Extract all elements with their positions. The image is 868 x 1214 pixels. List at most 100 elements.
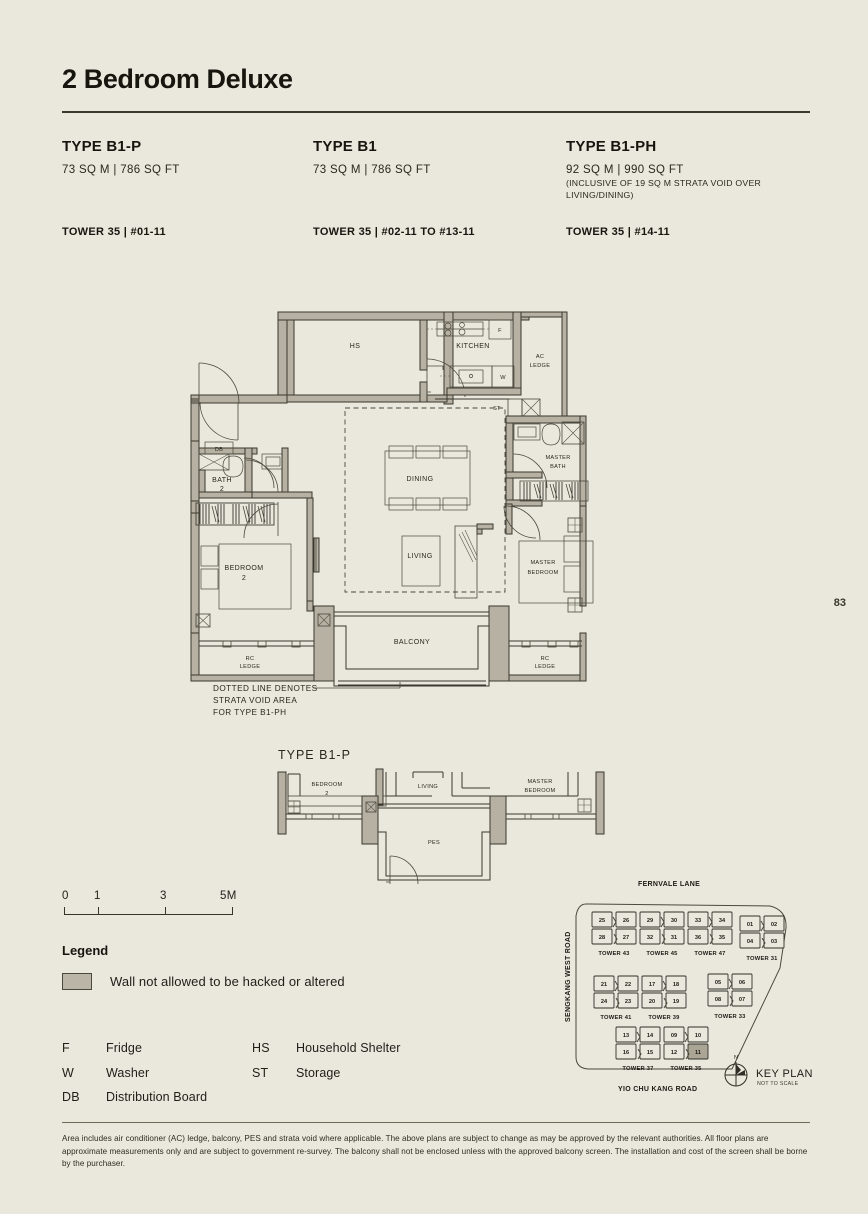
scale-bar: 0 1 3 5M xyxy=(62,890,262,916)
svg-text:35: 35 xyxy=(719,935,725,941)
key-plan-caption: KEY PLAN xyxy=(756,1068,813,1080)
svg-text:11: 11 xyxy=(695,1050,701,1056)
tower-label: TOWER 37 xyxy=(622,1066,653,1072)
svg-text:28: 28 xyxy=(599,935,605,941)
svg-text:22: 22 xyxy=(625,982,631,988)
svg-text:08: 08 xyxy=(715,997,721,1003)
svg-text:BEDROOM: BEDROOM xyxy=(225,565,264,572)
svg-text:21: 21 xyxy=(601,982,607,988)
svg-text:DB: DB xyxy=(215,447,223,453)
svg-text:19: 19 xyxy=(673,999,679,1005)
svg-text:BEDROOM: BEDROOM xyxy=(311,782,342,788)
svg-text:30: 30 xyxy=(671,918,677,924)
scale-tick-labels: 0 1 3 5M xyxy=(62,890,262,906)
type-column-b1p: TYPE B1-P 73 SQ M | 786 SQ FT TOWER 35 |… xyxy=(62,138,302,238)
svg-text:LIVING: LIVING xyxy=(407,553,432,560)
svg-text:ST: ST xyxy=(493,406,501,412)
tower-label: TOWER 39 xyxy=(648,1015,680,1021)
scale-tick-5m: 5M xyxy=(220,890,237,902)
type-area: 73 SQ M | 786 SQ FT xyxy=(62,164,180,176)
abbreviations-left: F Fridge W Washer DB Distribution Board xyxy=(62,1041,207,1115)
road-label-left: SENGKANG WEST ROAD xyxy=(565,931,572,1022)
floor-plan-drawing: .w { fill:#b6b1a2; stroke:#3b392f; strok… xyxy=(0,296,868,896)
legend-label: Wall not allowed to be hacked or altered xyxy=(110,974,345,989)
svg-text:34: 34 xyxy=(719,918,726,924)
svg-text:10: 10 xyxy=(695,1033,701,1039)
svg-text:23: 23 xyxy=(625,999,631,1005)
abbreviation-row: F Fridge xyxy=(62,1041,207,1055)
footer-divider xyxy=(62,1122,810,1123)
svg-text:KITCHEN: KITCHEN xyxy=(456,343,490,350)
strata-note-line: DOTTED LINE DENOTES xyxy=(213,684,318,693)
abbreviation-value: Washer xyxy=(106,1065,150,1080)
tower-label: TOWER 43 xyxy=(598,951,630,957)
svg-text:MASTER: MASTER xyxy=(527,779,552,785)
svg-text:33: 33 xyxy=(695,918,701,924)
legend-item-wall: Wall not allowed to be hacked or altered xyxy=(62,973,345,990)
svg-text:LEDGE: LEDGE xyxy=(530,363,550,369)
disclaimer-text: Area includes air conditioner (AC) ledge… xyxy=(62,1134,808,1169)
abbreviation-key: W xyxy=(62,1065,74,1080)
key-plan: .kpb { fill:none; stroke:#4b4a3d; stroke… xyxy=(556,872,824,1097)
svg-text:07: 07 xyxy=(739,997,745,1003)
svg-text:2: 2 xyxy=(220,486,224,493)
abbreviation-row: ST Storage xyxy=(252,1066,401,1080)
type-name: TYPE B1-P xyxy=(62,138,142,155)
abbreviation-key: F xyxy=(62,1041,70,1055)
key-plan-cluster-tower-35: 09 10 12 11 TOWER 35 xyxy=(663,1026,709,1072)
abbreviation-key: DB xyxy=(62,1090,80,1104)
page-number: 83 xyxy=(833,597,846,609)
type-area: 73 SQ M | 786 SQ FT xyxy=(313,164,431,176)
svg-text:02: 02 xyxy=(771,922,777,928)
type-tower-units: TOWER 35 | #14-11 xyxy=(566,226,670,238)
type-area-note: (INCLUSIVE OF 19 SQ M STRATA VOID OVER L… xyxy=(566,178,762,200)
abbreviation-key: ST xyxy=(252,1065,269,1080)
abbreviation-row: W Washer xyxy=(62,1066,207,1080)
svg-text:2: 2 xyxy=(242,575,246,582)
compass-icon: N xyxy=(724,1055,748,1087)
key-plan-cluster-tower-43: 25 26 28 27 TOWER 43 xyxy=(591,911,637,957)
abbreviation-row: DB Distribution Board xyxy=(62,1090,207,1104)
svg-text:MASTER: MASTER xyxy=(530,560,555,566)
tower-label: TOWER 47 xyxy=(694,951,725,957)
svg-text:W: W xyxy=(500,375,506,381)
north-label: N xyxy=(734,1055,738,1061)
abbreviation-value: Distribution Board xyxy=(106,1090,208,1104)
strata-void-note: DOTTED LINE DENOTES STRATA VOID AREA FOR… xyxy=(213,683,318,719)
section-type-label: TYPE B1-P xyxy=(278,748,351,762)
abbreviation-value: Household Shelter xyxy=(296,1041,401,1055)
type-tower-units: TOWER 35 | #01-11 xyxy=(62,226,166,238)
key-plan-cluster-tower-39: 17 18 20 19 TOWER 39 xyxy=(641,975,687,1021)
svg-text:36: 36 xyxy=(695,935,701,941)
header-divider xyxy=(62,111,810,113)
legend-swatch xyxy=(62,973,92,990)
road-label-top: FERNVALE LANE xyxy=(638,881,700,888)
svg-text:18: 18 xyxy=(673,982,679,988)
type-column-b1: TYPE B1 73 SQ M | 786 SQ FT TOWER 35 | #… xyxy=(313,138,553,238)
svg-text:05: 05 xyxy=(715,980,721,986)
type-name: TYPE B1-PH xyxy=(566,138,657,155)
abbreviations-right: HS Household Shelter ST Storage xyxy=(252,1041,401,1090)
page-title: 2 Bedroom Deluxe xyxy=(62,64,293,94)
tower-label: TOWER 45 xyxy=(646,951,678,957)
svg-text:BALCONY: BALCONY xyxy=(394,639,430,646)
svg-text:BATH: BATH xyxy=(212,477,232,484)
type-name: TYPE B1 xyxy=(313,138,377,155)
svg-text:14: 14 xyxy=(647,1033,654,1039)
svg-text:13: 13 xyxy=(623,1033,629,1039)
svg-text:PES: PES xyxy=(428,840,440,846)
svg-text:RC: RC xyxy=(246,656,255,662)
svg-text:32: 32 xyxy=(647,935,653,941)
abbreviation-value: Storage xyxy=(296,1065,341,1080)
svg-text:MASTER: MASTER xyxy=(545,455,570,461)
svg-text:03: 03 xyxy=(771,939,777,945)
svg-text:20: 20 xyxy=(649,999,655,1005)
svg-text:12: 12 xyxy=(671,1050,677,1056)
scale-tick-3: 3 xyxy=(160,890,167,902)
key-plan-cluster-tower-31: 01 02 04 03 TOWER 31 xyxy=(739,915,785,962)
key-plan-cluster-tower-41: 21 22 24 23 TOWER 41 xyxy=(593,975,639,1021)
tower-label: TOWER 31 xyxy=(746,956,778,962)
svg-text:06: 06 xyxy=(739,980,745,986)
tower-label: TOWER 41 xyxy=(600,1015,632,1021)
